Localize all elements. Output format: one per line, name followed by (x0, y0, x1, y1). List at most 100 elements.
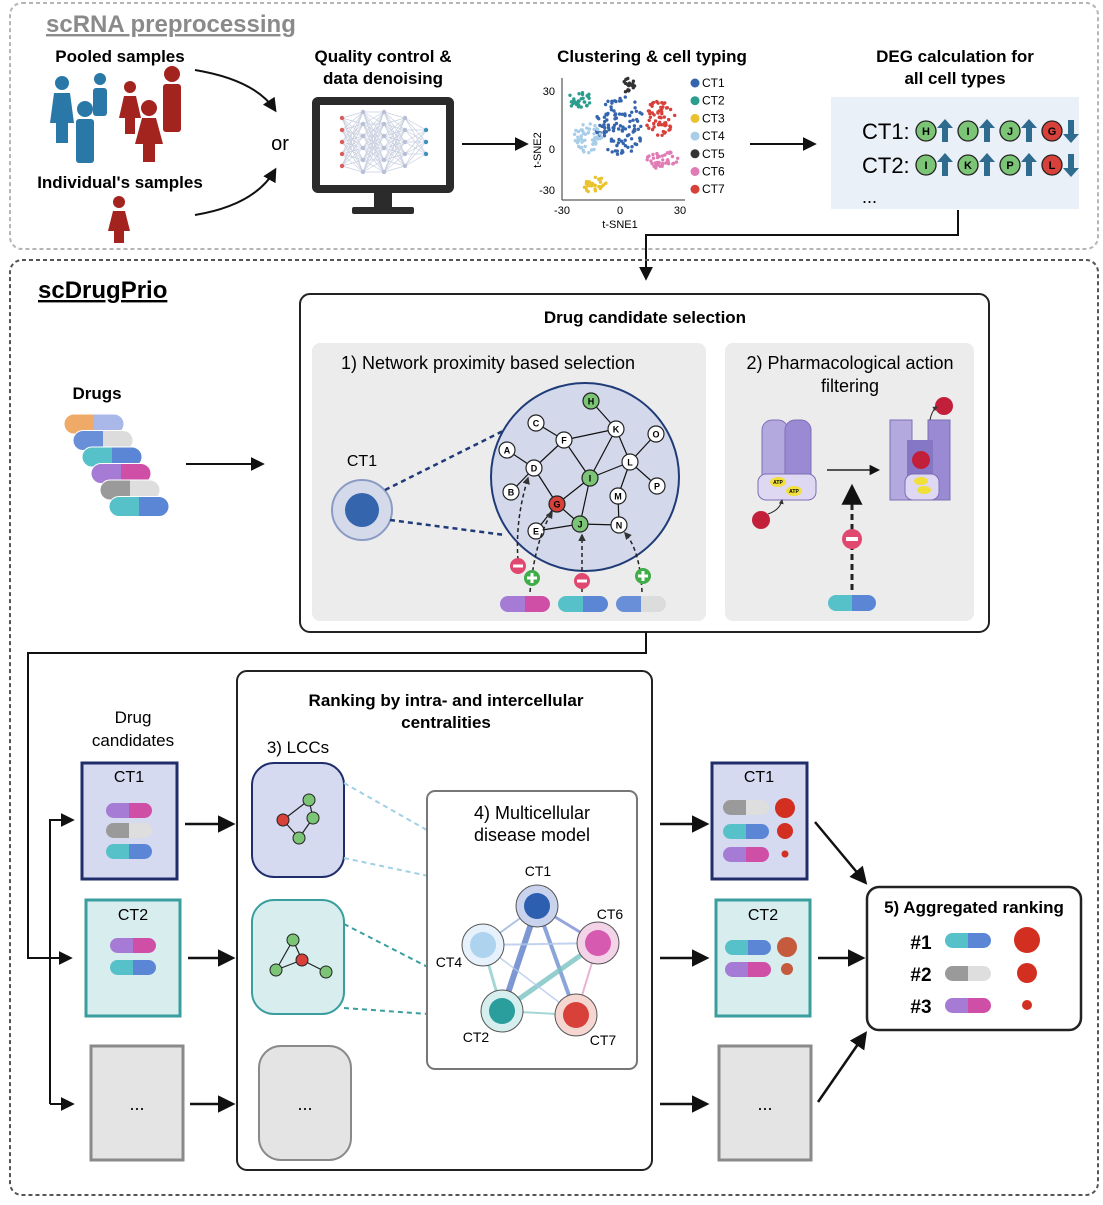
network-node-label: J (577, 520, 582, 530)
tsne-point (574, 102, 579, 107)
drug-pill-icon (828, 595, 876, 611)
network-node (607, 420, 625, 438)
tsne-point (586, 130, 591, 135)
up-arrow-icon (1021, 153, 1037, 176)
network-node-label: G (553, 500, 560, 510)
tsne-point (623, 95, 627, 99)
nn-node (339, 127, 345, 133)
tsne-point (598, 132, 602, 136)
tsne-point (668, 107, 673, 112)
tsne-point (633, 106, 637, 110)
network-node (527, 414, 545, 432)
tsne-point (590, 181, 594, 185)
tsne-point (660, 162, 664, 166)
tsne-point (585, 103, 589, 108)
monitor-icon (312, 97, 454, 214)
tsne-point (580, 140, 584, 144)
rank-label: #1 (910, 933, 932, 954)
network-node-label: E (533, 527, 539, 537)
tsne-point (616, 141, 621, 145)
score-dot (1014, 927, 1040, 953)
tsne-point (617, 137, 621, 142)
down-arrow-icon (1063, 120, 1079, 143)
legend-label: CT4 (702, 129, 725, 143)
tsne-xlabel: t-SNE1 (602, 219, 637, 231)
score-dot (1017, 963, 1037, 983)
tsne-point (660, 154, 665, 158)
network-node-label: C (533, 419, 540, 429)
deg-title-line1: DEG calculation for (876, 47, 1034, 66)
tsne-point (606, 147, 610, 152)
transporter-open-icon (889, 397, 953, 501)
tsne-point (618, 124, 623, 128)
drug-pill-icon (723, 847, 769, 862)
drug-pill-icon (945, 933, 991, 948)
atp-label: ATP (789, 489, 799, 495)
tsne-point (623, 144, 628, 148)
cell-nucleus-icon (585, 930, 611, 956)
deg-title-line2: all cell types (904, 69, 1005, 88)
tsne-point (625, 134, 630, 138)
tsne-point (632, 84, 637, 88)
network-node (582, 392, 600, 410)
drug-pill-icon (108, 496, 170, 517)
ct2-lcc-graph (269, 933, 333, 979)
ct2-candidates-card (84, 898, 182, 1018)
drug-pill-icon (725, 962, 771, 977)
ct1-candidates-card (80, 761, 179, 881)
tsne-point (604, 181, 608, 185)
ct1-ranked-label: CT1 (744, 769, 774, 786)
tsne-point (652, 113, 656, 117)
network-node (610, 516, 628, 534)
network-node-label: D (531, 464, 538, 474)
tsne-point (653, 119, 658, 123)
tsne-point (604, 130, 608, 134)
tsne-point (599, 176, 604, 180)
tsne-point (667, 128, 671, 132)
tsne-point (629, 137, 634, 141)
tsne-plot: 30 0 -30 -30 0 30 t-SNE1 t-SNE2 (532, 76, 686, 231)
tsne-point (623, 90, 628, 94)
tsne-point (581, 123, 585, 127)
score-dot (777, 937, 797, 957)
tsne-point (628, 113, 632, 118)
tsne-point (576, 135, 580, 139)
more-to-aggregate-arrow (816, 1031, 867, 1103)
individual-arrow (194, 167, 277, 216)
tsne-point (651, 100, 656, 105)
candidates-title-line2: candidates (92, 731, 174, 750)
tsne-point (588, 122, 592, 126)
drug-pill-icon (723, 824, 769, 839)
tsne-point (656, 110, 660, 114)
tsne-point (626, 88, 630, 92)
tsne-point (593, 124, 597, 128)
ct1-to-aggregate-arrow (814, 821, 868, 885)
nn-node (402, 127, 408, 133)
tsne-point (619, 139, 624, 143)
network-edge (589, 428, 617, 479)
tsne-point (670, 154, 675, 159)
atp-icon (914, 477, 928, 485)
tsne-point (620, 128, 624, 132)
gene-node (1041, 120, 1063, 142)
legend-label: CT6 (702, 165, 725, 179)
ct1-lcc-graph (276, 793, 320, 845)
tsne-point (634, 142, 639, 147)
network-node (548, 495, 566, 513)
tsne-point (596, 137, 600, 141)
nn-node (423, 151, 429, 157)
tsne-point (647, 118, 651, 123)
tsne-point (572, 97, 576, 101)
network-node (525, 459, 543, 477)
tsne-point (615, 149, 619, 153)
legend-label: CT2 (702, 94, 725, 108)
ct1-lcc-card (251, 762, 345, 878)
tsne-point (576, 105, 581, 109)
ct2-ranked-card (714, 898, 812, 1018)
cell-type-label: CT2 (463, 1029, 490, 1045)
substrate-molecule-icon (912, 451, 930, 469)
mc-title-line2: disease model (474, 825, 590, 845)
tsne-point (577, 144, 581, 149)
drug-pill-icon (616, 596, 666, 612)
